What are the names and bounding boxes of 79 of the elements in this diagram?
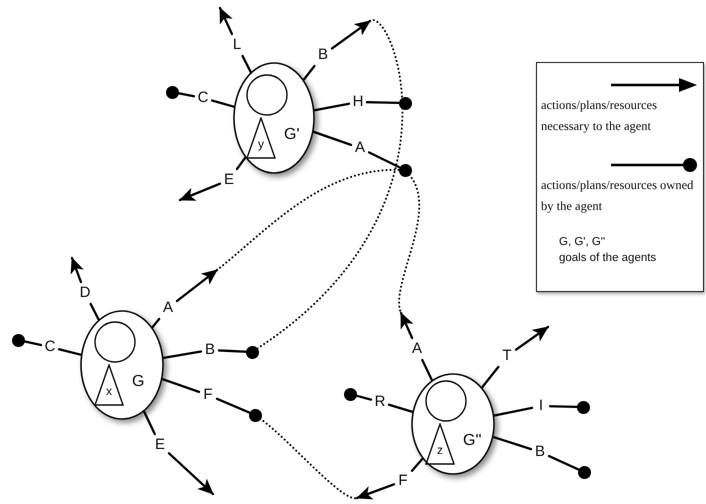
connector-line	[492, 436, 532, 450]
connector-line	[90, 302, 100, 321]
legend-text: actions/plans/resources owned by the agent	[541, 177, 694, 215]
arrow	[168, 452, 214, 496]
goal-label: G'	[284, 126, 300, 144]
arrow	[218, 6, 234, 36]
connector-line	[302, 64, 316, 81]
connector-line	[210, 99, 235, 108]
arrow	[176, 268, 218, 302]
spoke-label: T	[499, 347, 515, 365]
connector-line	[216, 398, 250, 414]
endpoint-dot	[246, 346, 258, 358]
spoke-label: C	[42, 338, 58, 356]
endpoint-dot	[344, 388, 356, 400]
agent-ellipse	[80, 310, 164, 420]
arrow	[514, 326, 550, 351]
connector-line	[162, 350, 202, 360]
spoke-label: B	[202, 341, 218, 359]
body-letter: y	[257, 137, 265, 151]
connector-line	[355, 394, 372, 401]
triangle-body	[246, 117, 276, 159]
connector-line	[241, 54, 252, 74]
connector-line	[388, 404, 414, 413]
connector-line	[421, 358, 433, 382]
endpoint-dot	[576, 400, 590, 414]
connector-line	[481, 366, 500, 388]
arrow	[356, 483, 396, 500]
connector-line	[548, 405, 578, 408]
connector-line	[312, 130, 352, 146]
connector-line	[143, 410, 156, 436]
body-letter: x	[105, 384, 113, 398]
spoke-label: E	[152, 436, 168, 454]
connector-line	[366, 101, 400, 104]
connector-line	[177, 92, 196, 98]
spoke-label: A	[409, 340, 425, 358]
goal-label: G''	[463, 432, 482, 450]
connector-line	[151, 318, 160, 328]
connector-line	[368, 151, 400, 168]
spoke-label: F	[200, 386, 216, 404]
connector-line	[218, 349, 247, 353]
connector-line	[313, 102, 350, 112]
spoke-label: F	[395, 472, 411, 490]
connector-line	[410, 458, 424, 472]
spoke-label: I	[533, 397, 549, 415]
connector-line	[58, 348, 82, 356]
endpoint-dot	[12, 334, 24, 346]
connector-line	[493, 406, 534, 417]
spoke-label: E	[221, 171, 237, 189]
spoke-label: C	[195, 89, 211, 107]
goal-label: G	[132, 373, 144, 391]
spoke-label: A	[160, 299, 176, 317]
connector-line	[548, 454, 580, 470]
endpoint-dot	[578, 466, 590, 478]
agent-ellipse	[411, 373, 495, 475]
arrow	[330, 20, 372, 50]
legend-text: goals of the agents	[559, 251, 656, 265]
endpoint-dot	[248, 408, 262, 422]
triangle-body	[425, 423, 455, 465]
spoke-label: B	[532, 443, 548, 461]
triangle-body	[94, 364, 124, 406]
spoke-label: L	[229, 36, 245, 54]
spoke-label: R	[372, 393, 388, 411]
spoke-label: B	[315, 46, 331, 64]
legend-text: actions/plans/resources necessary to the agent	[541, 97, 658, 135]
connector-line	[23, 340, 42, 346]
body-letter: z	[436, 443, 444, 457]
goal-symbols: G, G', G''	[559, 235, 606, 249]
arrow	[70, 256, 84, 284]
endpoint-dot	[166, 86, 178, 98]
spoke-label: H	[350, 93, 366, 111]
endpoint-dot	[398, 164, 412, 176]
endpoint-dot	[398, 96, 412, 110]
arrow	[400, 312, 414, 340]
agent-ellipse	[233, 62, 315, 174]
connector-line	[236, 156, 246, 170]
spoke-label: A	[352, 139, 368, 157]
connector-line	[161, 378, 200, 393]
spoke-label: D	[77, 284, 93, 302]
arrow	[178, 182, 222, 202]
